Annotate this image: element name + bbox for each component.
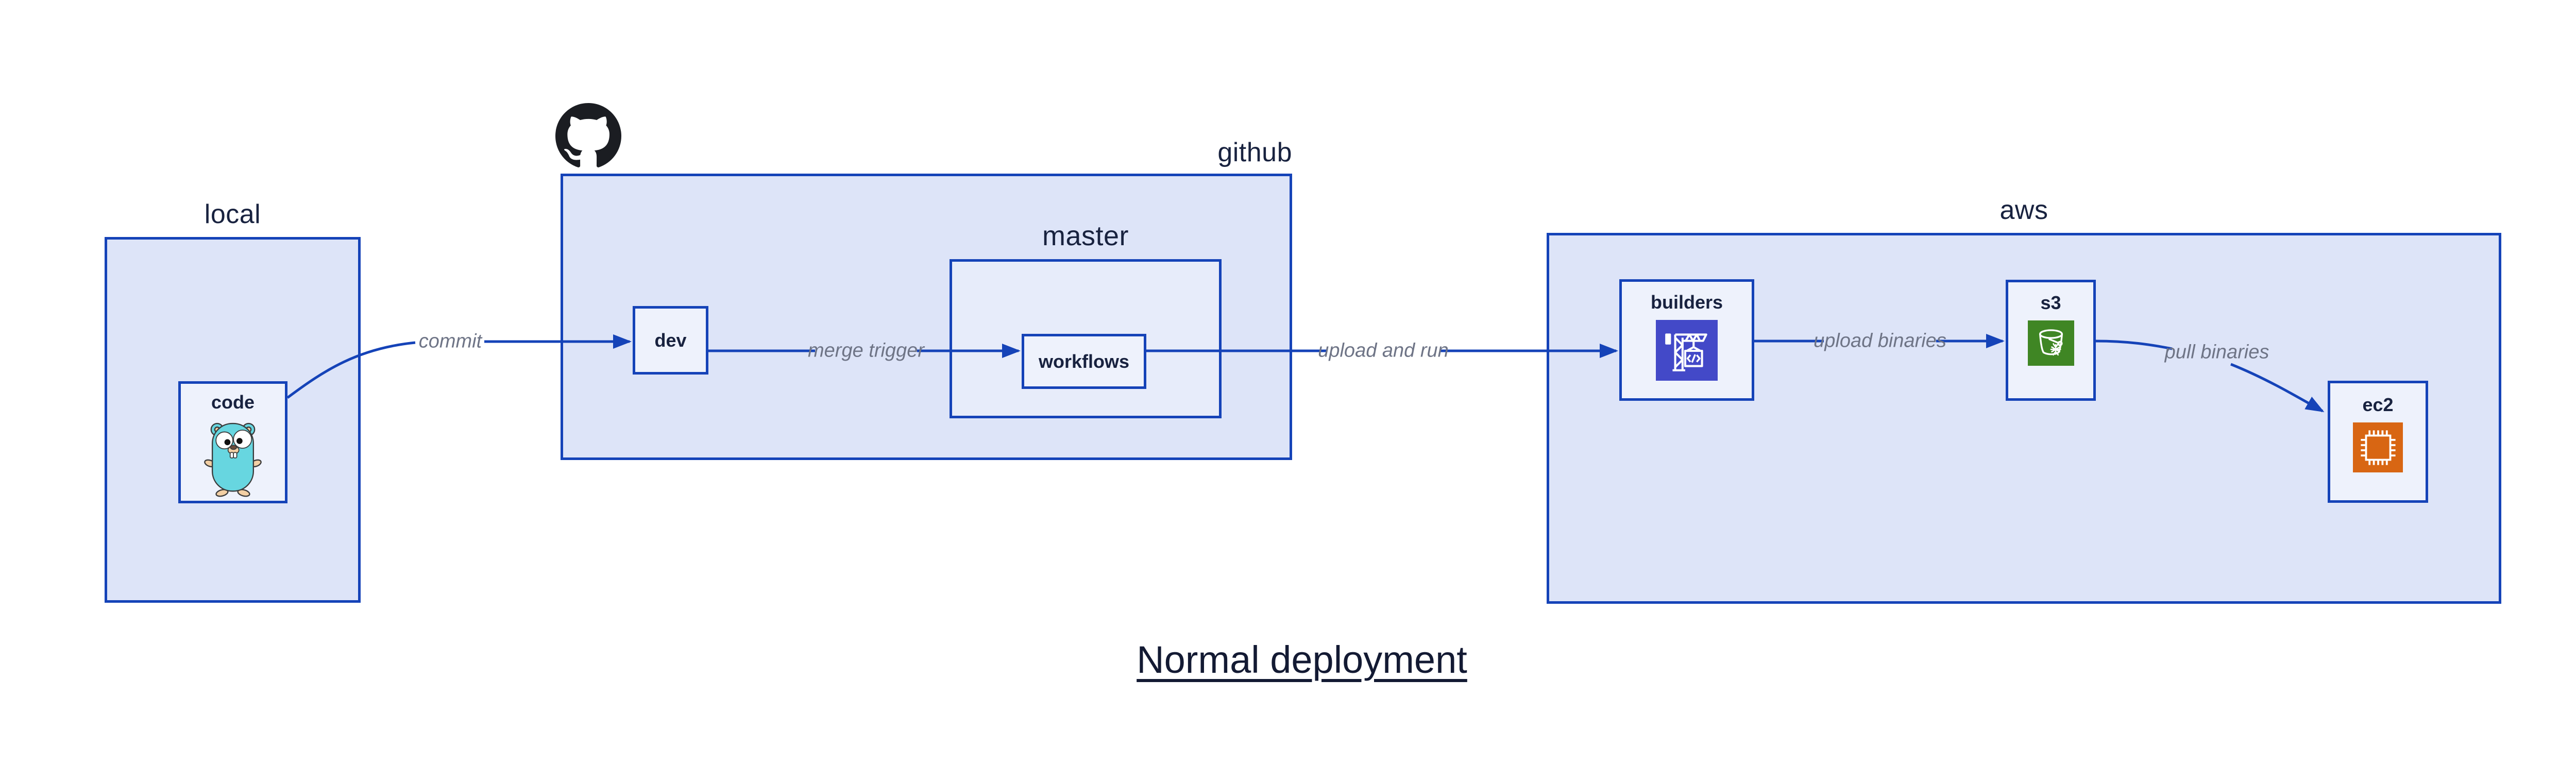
edge-label-commit: commit xyxy=(418,330,482,352)
aws-codebuild-crane-icon xyxy=(1656,320,1718,381)
workflows-node: workflows xyxy=(1022,334,1146,389)
s3-node-label: s3 xyxy=(2040,292,2061,313)
github-region-label: github xyxy=(1217,138,1292,167)
edge-label-pull-binaries: pull binaries xyxy=(2164,341,2269,363)
edge-label-upload-binaries: upload binaries xyxy=(1814,330,1946,352)
workflows-node-label: workflows xyxy=(1038,350,1130,372)
builders-node-label: builders xyxy=(1650,292,1723,313)
go-gopher-icon xyxy=(204,422,262,497)
aws-region-label: aws xyxy=(1999,195,2048,225)
master-region-label: master xyxy=(1042,220,1129,251)
code-node: code xyxy=(178,381,287,503)
s3-node: s3 xyxy=(2006,280,2096,401)
octocat-icon xyxy=(555,103,621,167)
ec2-node: ec2 xyxy=(2328,381,2428,503)
edge-label-upload-and-run: upload and run xyxy=(1318,339,1449,362)
edge-commit-curve xyxy=(286,341,416,399)
ec2-node-label: ec2 xyxy=(2362,394,2394,415)
aws-s3-bucket-icon xyxy=(2027,320,2074,366)
edge-pullbin-curve-b xyxy=(2230,363,2325,413)
local-region-label: local xyxy=(204,199,261,229)
edge-pullbin-curve-a xyxy=(2095,339,2173,350)
code-node-label: code xyxy=(211,392,255,413)
aws-ec2-chip-icon xyxy=(2353,422,2403,472)
dev-node-label: dev xyxy=(654,329,687,351)
builders-node: builders xyxy=(1619,279,1754,401)
dev-node: dev xyxy=(633,306,708,375)
edge-label-merge-trigger: merge trigger xyxy=(808,339,924,362)
diagram-title: Normal deployment xyxy=(1137,638,1467,681)
